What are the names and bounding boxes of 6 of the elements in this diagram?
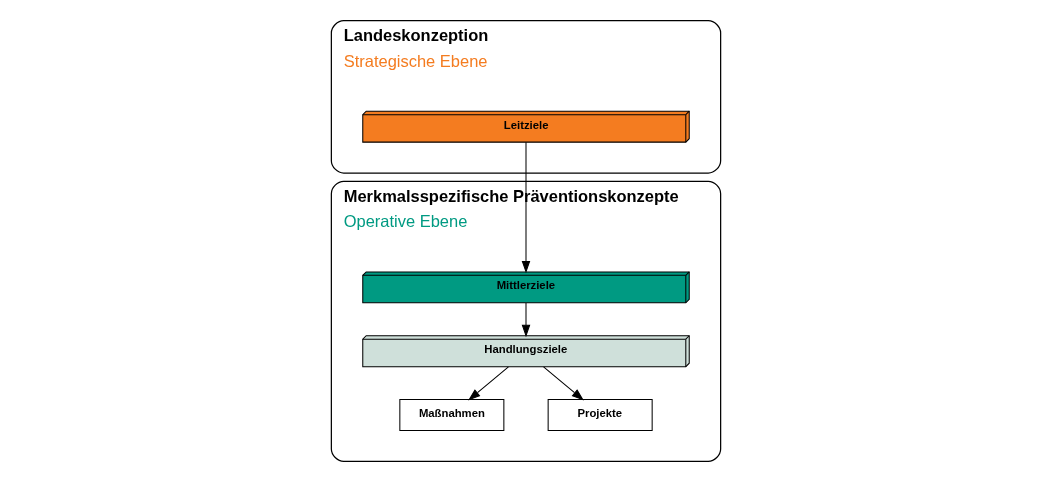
arrow [468,366,509,401]
arrow [521,302,531,338]
node-box: Maßnahmen [399,399,505,431]
arrow [543,366,584,401]
node-box: Projekte [547,399,653,431]
arrow [521,141,531,274]
